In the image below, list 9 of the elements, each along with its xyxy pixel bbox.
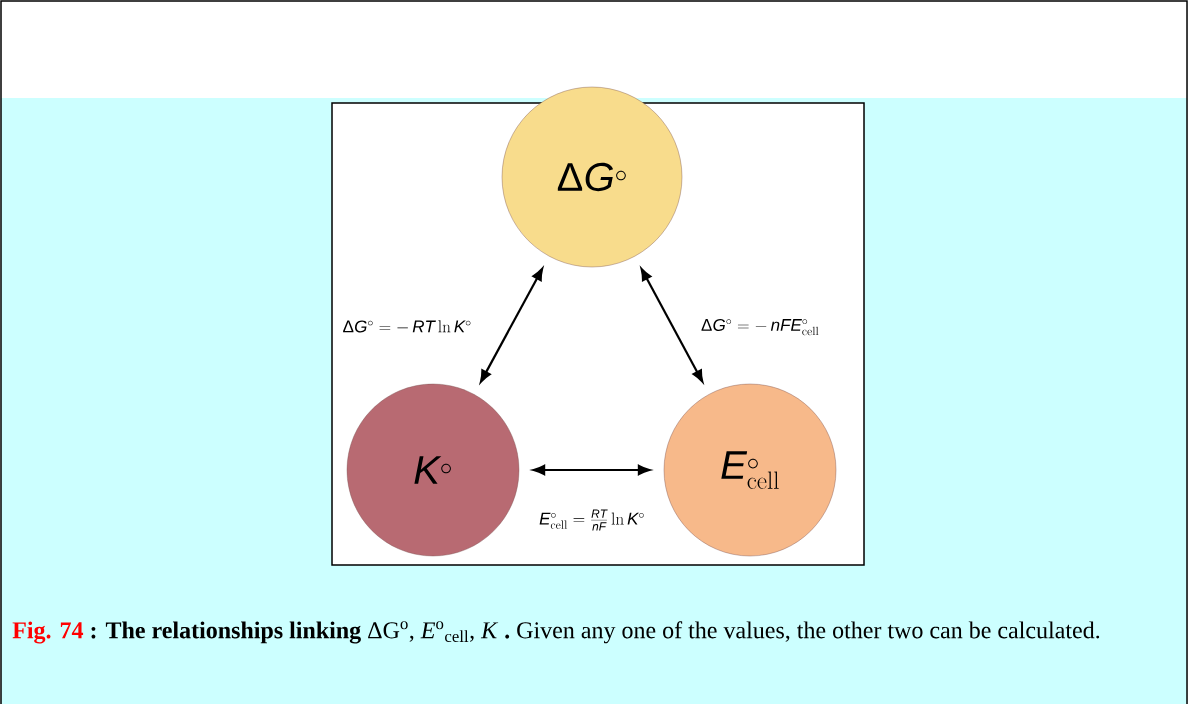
double-arrow — [640, 268, 704, 383]
circle-node: $K^\circ$ — [346, 383, 520, 557]
figure-caption: Fig. 74 : The relationships linking ΔG$^{o}$, E$^{o}$$_{cell}$, K . Given any one of the values, the other two can be calculated. — [12, 621, 1100, 644]
circle-node: $E^\circ_{\mathrm{cell}}$ — [663, 383, 837, 557]
edge-label: $\Delta G^\circ = -\,RT\ln K^\circ$ — [341, 319, 473, 335]
edge-label: $E^\circ_{\mathrm{cell}} = \frac{RT}{nF}\ln K^\circ$ — [538, 508, 646, 532]
double-arrow — [532, 464, 651, 476]
circle-node: $\Delta G^\circ$ — [501, 86, 683, 268]
double-arrow — [479, 267, 544, 383]
